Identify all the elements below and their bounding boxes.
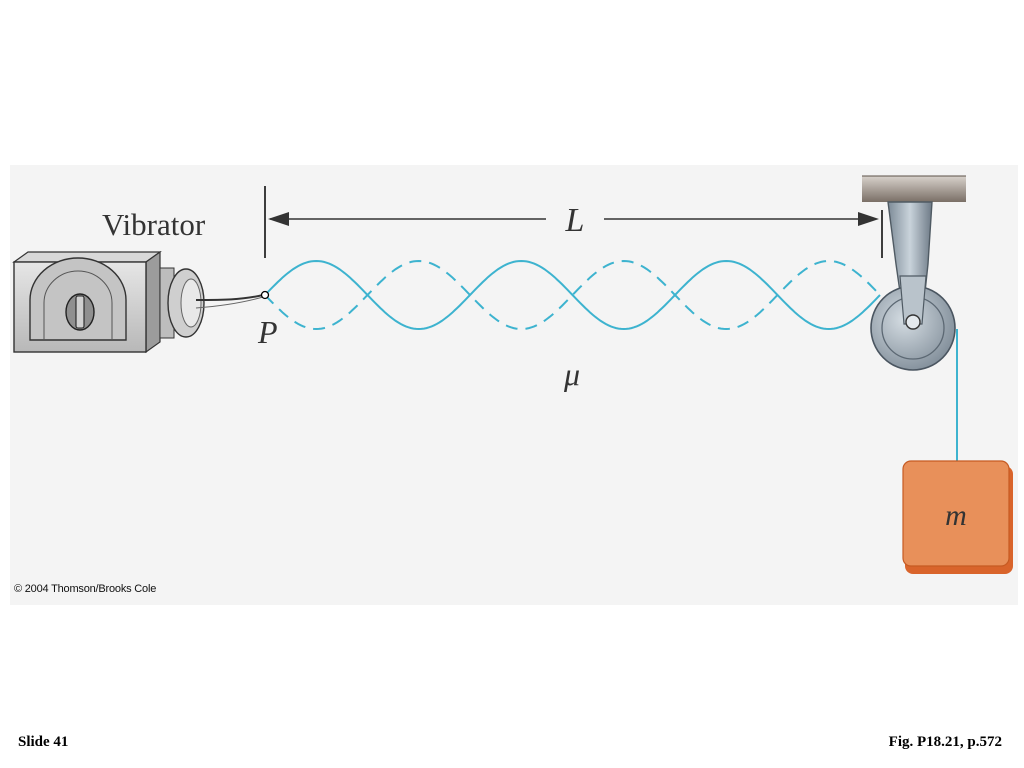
wave-dashed <box>264 259 881 331</box>
copyright-notice: © 2004 Thomson/Brooks Cole <box>14 583 157 595</box>
length-label: L <box>565 202 585 239</box>
point-label: P <box>257 314 278 350</box>
slide-number: Slide 41 <box>18 734 69 750</box>
vibrator-label: Vibrator <box>102 207 206 242</box>
figure-reference: Fig. P18.21, p.572 <box>888 734 1002 750</box>
hanging-mass <box>902 460 1013 574</box>
figure-panel <box>10 165 1018 605</box>
wave-solid <box>264 259 881 331</box>
vibrator-device <box>12 250 264 354</box>
standing-wave <box>264 259 881 331</box>
length-dimension <box>264 186 883 258</box>
pulley-assembly <box>862 175 966 371</box>
attachment-point <box>260 290 270 300</box>
linear-density-label: μ <box>563 356 580 392</box>
mass-label: m <box>945 499 967 532</box>
